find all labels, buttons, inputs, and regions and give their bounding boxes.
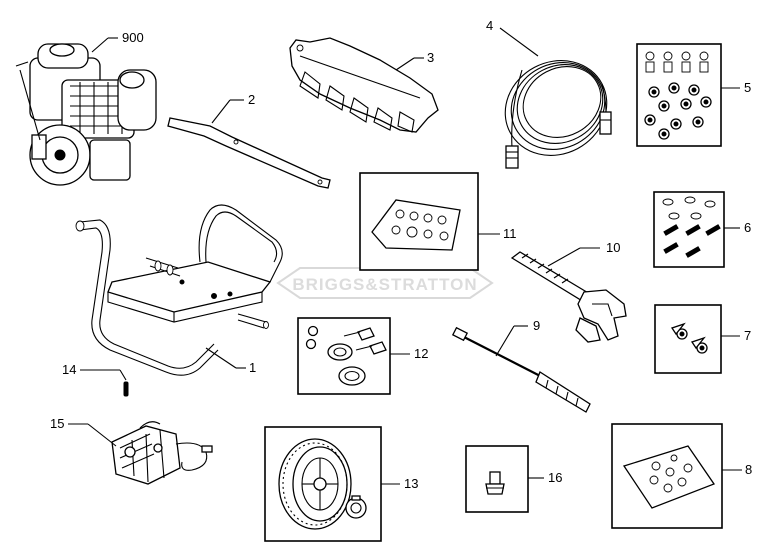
wheel-kit-13[interactable] <box>264 426 382 542</box>
fittings-kit-7[interactable] <box>654 304 722 374</box>
handle-bar-part[interactable] <box>167 117 331 189</box>
hose-part[interactable] <box>488 43 623 173</box>
fittings-bag-8[interactable] <box>611 423 723 529</box>
shroud-part[interactable] <box>289 37 439 133</box>
callout-4: 4 <box>486 18 493 33</box>
callout-11: 11 <box>503 226 517 241</box>
callout-7: 7 <box>744 328 751 343</box>
wheel-hardware-kit-12[interactable] <box>297 317 391 395</box>
pin-part[interactable] <box>123 381 129 397</box>
callout-6: 6 <box>744 220 751 235</box>
hardware-kit-5[interactable] <box>636 43 722 147</box>
watermark-text: BRIGGS&STRATTON <box>292 275 477 294</box>
callout-16: 16 <box>548 470 562 485</box>
brand-watermark: BRIGGS&STRATTON <box>276 267 494 299</box>
callout-14: 14 <box>62 362 76 377</box>
frame-part[interactable] <box>75 204 283 376</box>
callout-900: 900 <box>122 30 144 45</box>
callout-13: 13 <box>404 476 418 491</box>
pump-part[interactable] <box>111 421 213 485</box>
lance-part[interactable] <box>451 326 591 413</box>
callout-3: 3 <box>427 50 434 65</box>
callout-1: 1 <box>249 360 256 375</box>
callout-2: 2 <box>248 92 255 107</box>
spray-gun-part[interactable] <box>510 251 627 343</box>
callout-9: 9 <box>533 318 540 333</box>
callout-15: 15 <box>50 416 64 431</box>
callout-12: 12 <box>414 346 428 361</box>
engine-part[interactable] <box>15 43 157 186</box>
callout-10: 10 <box>606 240 620 255</box>
fitting-kit-16[interactable] <box>465 445 529 513</box>
fastener-kit-6[interactable] <box>653 191 725 268</box>
callout-5: 5 <box>744 80 751 95</box>
callout-8: 8 <box>745 462 752 477</box>
decal-kit-11[interactable] <box>359 172 479 271</box>
